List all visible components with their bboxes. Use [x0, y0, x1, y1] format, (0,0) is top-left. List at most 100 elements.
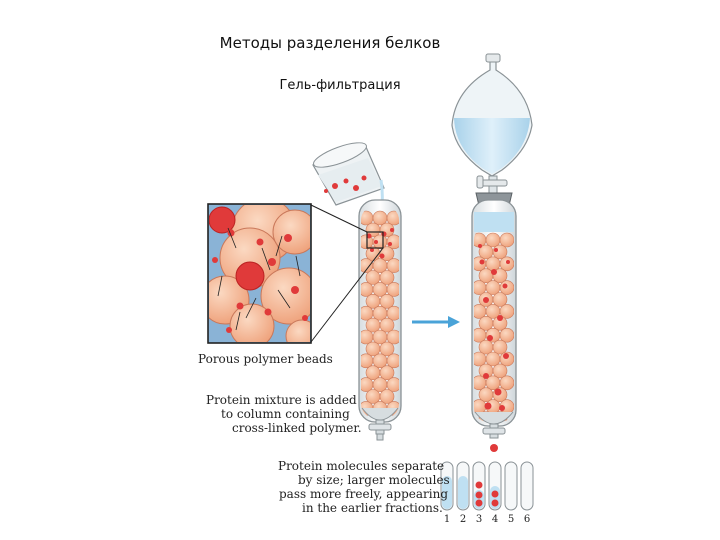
- polymer-bead: [366, 342, 380, 356]
- polymer-bead: [486, 233, 500, 247]
- step2-caption-line-4: in the earlier fractions.: [302, 501, 443, 515]
- step1-caption-line-3: cross-linked polymer.: [232, 421, 362, 435]
- protein-dot: [374, 240, 378, 244]
- polymer-bead: [493, 245, 507, 259]
- column-2: [472, 200, 516, 452]
- beads-inset: [201, 198, 318, 352]
- polymer-bead: [493, 364, 507, 378]
- fraction-label: 2: [460, 514, 466, 525]
- protein-dot: [491, 269, 497, 275]
- polymer-bead: [359, 378, 373, 392]
- polymer-bead: [366, 318, 380, 332]
- polymer-bead: [479, 388, 493, 402]
- polymer-bead: [486, 281, 500, 295]
- polymer-bead: [366, 390, 380, 404]
- polymer-bead: [472, 281, 486, 295]
- polymer-bead: [493, 293, 507, 307]
- polymer-bead: [373, 330, 387, 344]
- protein-dot: [480, 260, 485, 265]
- polymer-bead: [359, 306, 373, 320]
- polymer-bead: [472, 352, 486, 366]
- polymer-bead: [380, 390, 394, 404]
- polymer-bead: [500, 328, 514, 342]
- polymer-bead: [366, 366, 380, 380]
- beaker-icon: [311, 138, 384, 206]
- protein-dot: [388, 242, 392, 246]
- polymer-bead: [479, 269, 493, 283]
- polymer-bead: [486, 352, 500, 366]
- protein-dot: [370, 248, 374, 252]
- polymer-bead: [387, 330, 401, 344]
- step2-caption-line-3: pass more freely, appearing: [279, 487, 448, 501]
- fraction-label: 4: [492, 514, 498, 525]
- polymer-bead: [373, 259, 387, 273]
- protein-dot: [497, 315, 503, 321]
- polymer-bead: [493, 340, 507, 354]
- protein-dot: [483, 297, 489, 303]
- protein-dot: [494, 248, 498, 252]
- polymer-bead: [359, 282, 373, 296]
- polymer-bead: [500, 376, 514, 390]
- polymer-bead: [472, 304, 486, 318]
- protein-dot: [390, 228, 394, 232]
- tube-liquid: [458, 476, 468, 509]
- polymer-bead: [359, 354, 373, 368]
- fraction-label: 5: [508, 514, 514, 525]
- polymer-bead: [373, 378, 387, 392]
- polymer-bead: [387, 378, 401, 392]
- polymer-bead: [380, 366, 394, 380]
- step1-caption-line-2: to column containing: [221, 407, 350, 421]
- polymer-bead: [366, 271, 380, 285]
- polymer-bead: [387, 235, 401, 249]
- polymer-bead: [387, 259, 401, 273]
- protein-dot: [503, 284, 508, 289]
- polymer-bead: [472, 328, 486, 342]
- polymer-bead: [500, 233, 514, 247]
- polymer-bead: [387, 354, 401, 368]
- protein-dot: [492, 500, 499, 507]
- protein-dot: [478, 244, 482, 248]
- fraction-label: 3: [476, 514, 482, 525]
- fraction-label: 6: [524, 514, 530, 525]
- polymer-bead: [479, 316, 493, 330]
- polymer-bead: [380, 342, 394, 356]
- polymer-bead: [500, 281, 514, 295]
- polymer-bead: [380, 318, 394, 332]
- fraction-tube: [505, 462, 517, 510]
- polymer-bead: [373, 211, 387, 225]
- protein-dot: [506, 260, 510, 264]
- protein-dot: [380, 254, 385, 259]
- polymer-bead: [380, 271, 394, 285]
- protein-dot: [499, 405, 505, 411]
- polymer-bead: [387, 306, 401, 320]
- polymer-bead: [373, 282, 387, 296]
- arrow-right-icon: [412, 316, 460, 328]
- column-1: [359, 200, 401, 440]
- protein-dot: [487, 335, 493, 341]
- protein-dot: [483, 373, 489, 379]
- fraction-tube: [521, 462, 533, 510]
- polymer-bead: [472, 257, 486, 271]
- step2-caption-line-1: Protein molecules separate: [278, 459, 444, 473]
- polymer-bead: [380, 294, 394, 308]
- polymer-bead: [486, 257, 500, 271]
- step1-caption-line-1: Protein mixture is added: [206, 393, 357, 407]
- protein-dot: [476, 482, 483, 489]
- polymer-bead: [373, 306, 387, 320]
- polymer-bead: [359, 330, 373, 344]
- beads-caption: Porous polymer beads: [198, 352, 333, 366]
- polymer-bead: [500, 257, 514, 271]
- polymer-bead: [479, 340, 493, 354]
- step2-caption-line-2: by size; larger molecules: [298, 473, 450, 487]
- protein-dot: [485, 403, 492, 410]
- protein-dot: [492, 491, 499, 498]
- polymer-bead: [373, 354, 387, 368]
- protein-dot: [503, 353, 509, 359]
- protein-dot: [476, 492, 483, 499]
- fraction-label: 1: [444, 514, 450, 525]
- polymer-bead: [366, 294, 380, 308]
- separatory-funnel-icon: [452, 54, 532, 218]
- protein-dot: [495, 389, 502, 396]
